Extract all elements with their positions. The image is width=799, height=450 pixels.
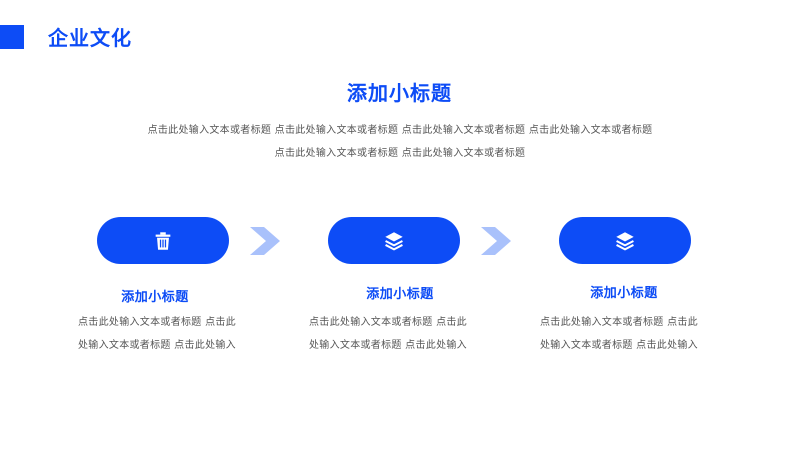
step-2-pill bbox=[328, 217, 460, 264]
chevron-right-icon bbox=[481, 227, 511, 255]
step-3-text: 点击此处输入文本或者标题 点击此 处输入文本或者标题 点击此处输入 bbox=[540, 311, 716, 357]
step-text-line: 处输入文本或者标题 点击此处输入 bbox=[78, 340, 236, 351]
step-2-title: 添加小标题 bbox=[366, 287, 434, 302]
step-text-line: 处输入文本或者标题 点击此处输入 bbox=[309, 340, 467, 351]
layers-icon bbox=[385, 231, 403, 250]
accent-square bbox=[0, 25, 24, 49]
step-1-title: 添加小标题 bbox=[121, 290, 189, 305]
step-text-line: 点击此处输入文本或者标题 点击此 bbox=[540, 317, 698, 328]
step-text-line: 点击此处输入文本或者标题 点击此 bbox=[78, 317, 236, 328]
chevron-right-icon bbox=[250, 227, 280, 255]
step-1-text: 点击此处输入文本或者标题 点击此 处输入文本或者标题 点击此处输入 bbox=[78, 311, 254, 357]
step-1-pill bbox=[97, 217, 229, 264]
intro-line: 点击此处输入文本或者标题 点击此处输入文本或者标题 点击此处输入文本或者标题 点… bbox=[147, 125, 653, 136]
step-3-title: 添加小标题 bbox=[590, 286, 658, 301]
step-2-text: 点击此处输入文本或者标题 点击此 处输入文本或者标题 点击此处输入 bbox=[309, 311, 485, 357]
intro-text: 点击此处输入文本或者标题 点击此处输入文本或者标题 点击此处输入文本或者标题 点… bbox=[120, 119, 680, 165]
step-3-pill bbox=[559, 217, 691, 264]
intro-line: 点击此处输入文本或者标题 点击此处输入文本或者标题 bbox=[274, 148, 526, 159]
step-text-line: 处输入文本或者标题 点击此处输入 bbox=[540, 340, 698, 351]
layers-icon bbox=[616, 231, 634, 250]
page-title: 企业文化 bbox=[48, 26, 132, 50]
main-heading: 添加小标题 bbox=[347, 81, 452, 105]
trash-icon bbox=[155, 231, 171, 250]
step-text-line: 点击此处输入文本或者标题 点击此 bbox=[309, 317, 467, 328]
